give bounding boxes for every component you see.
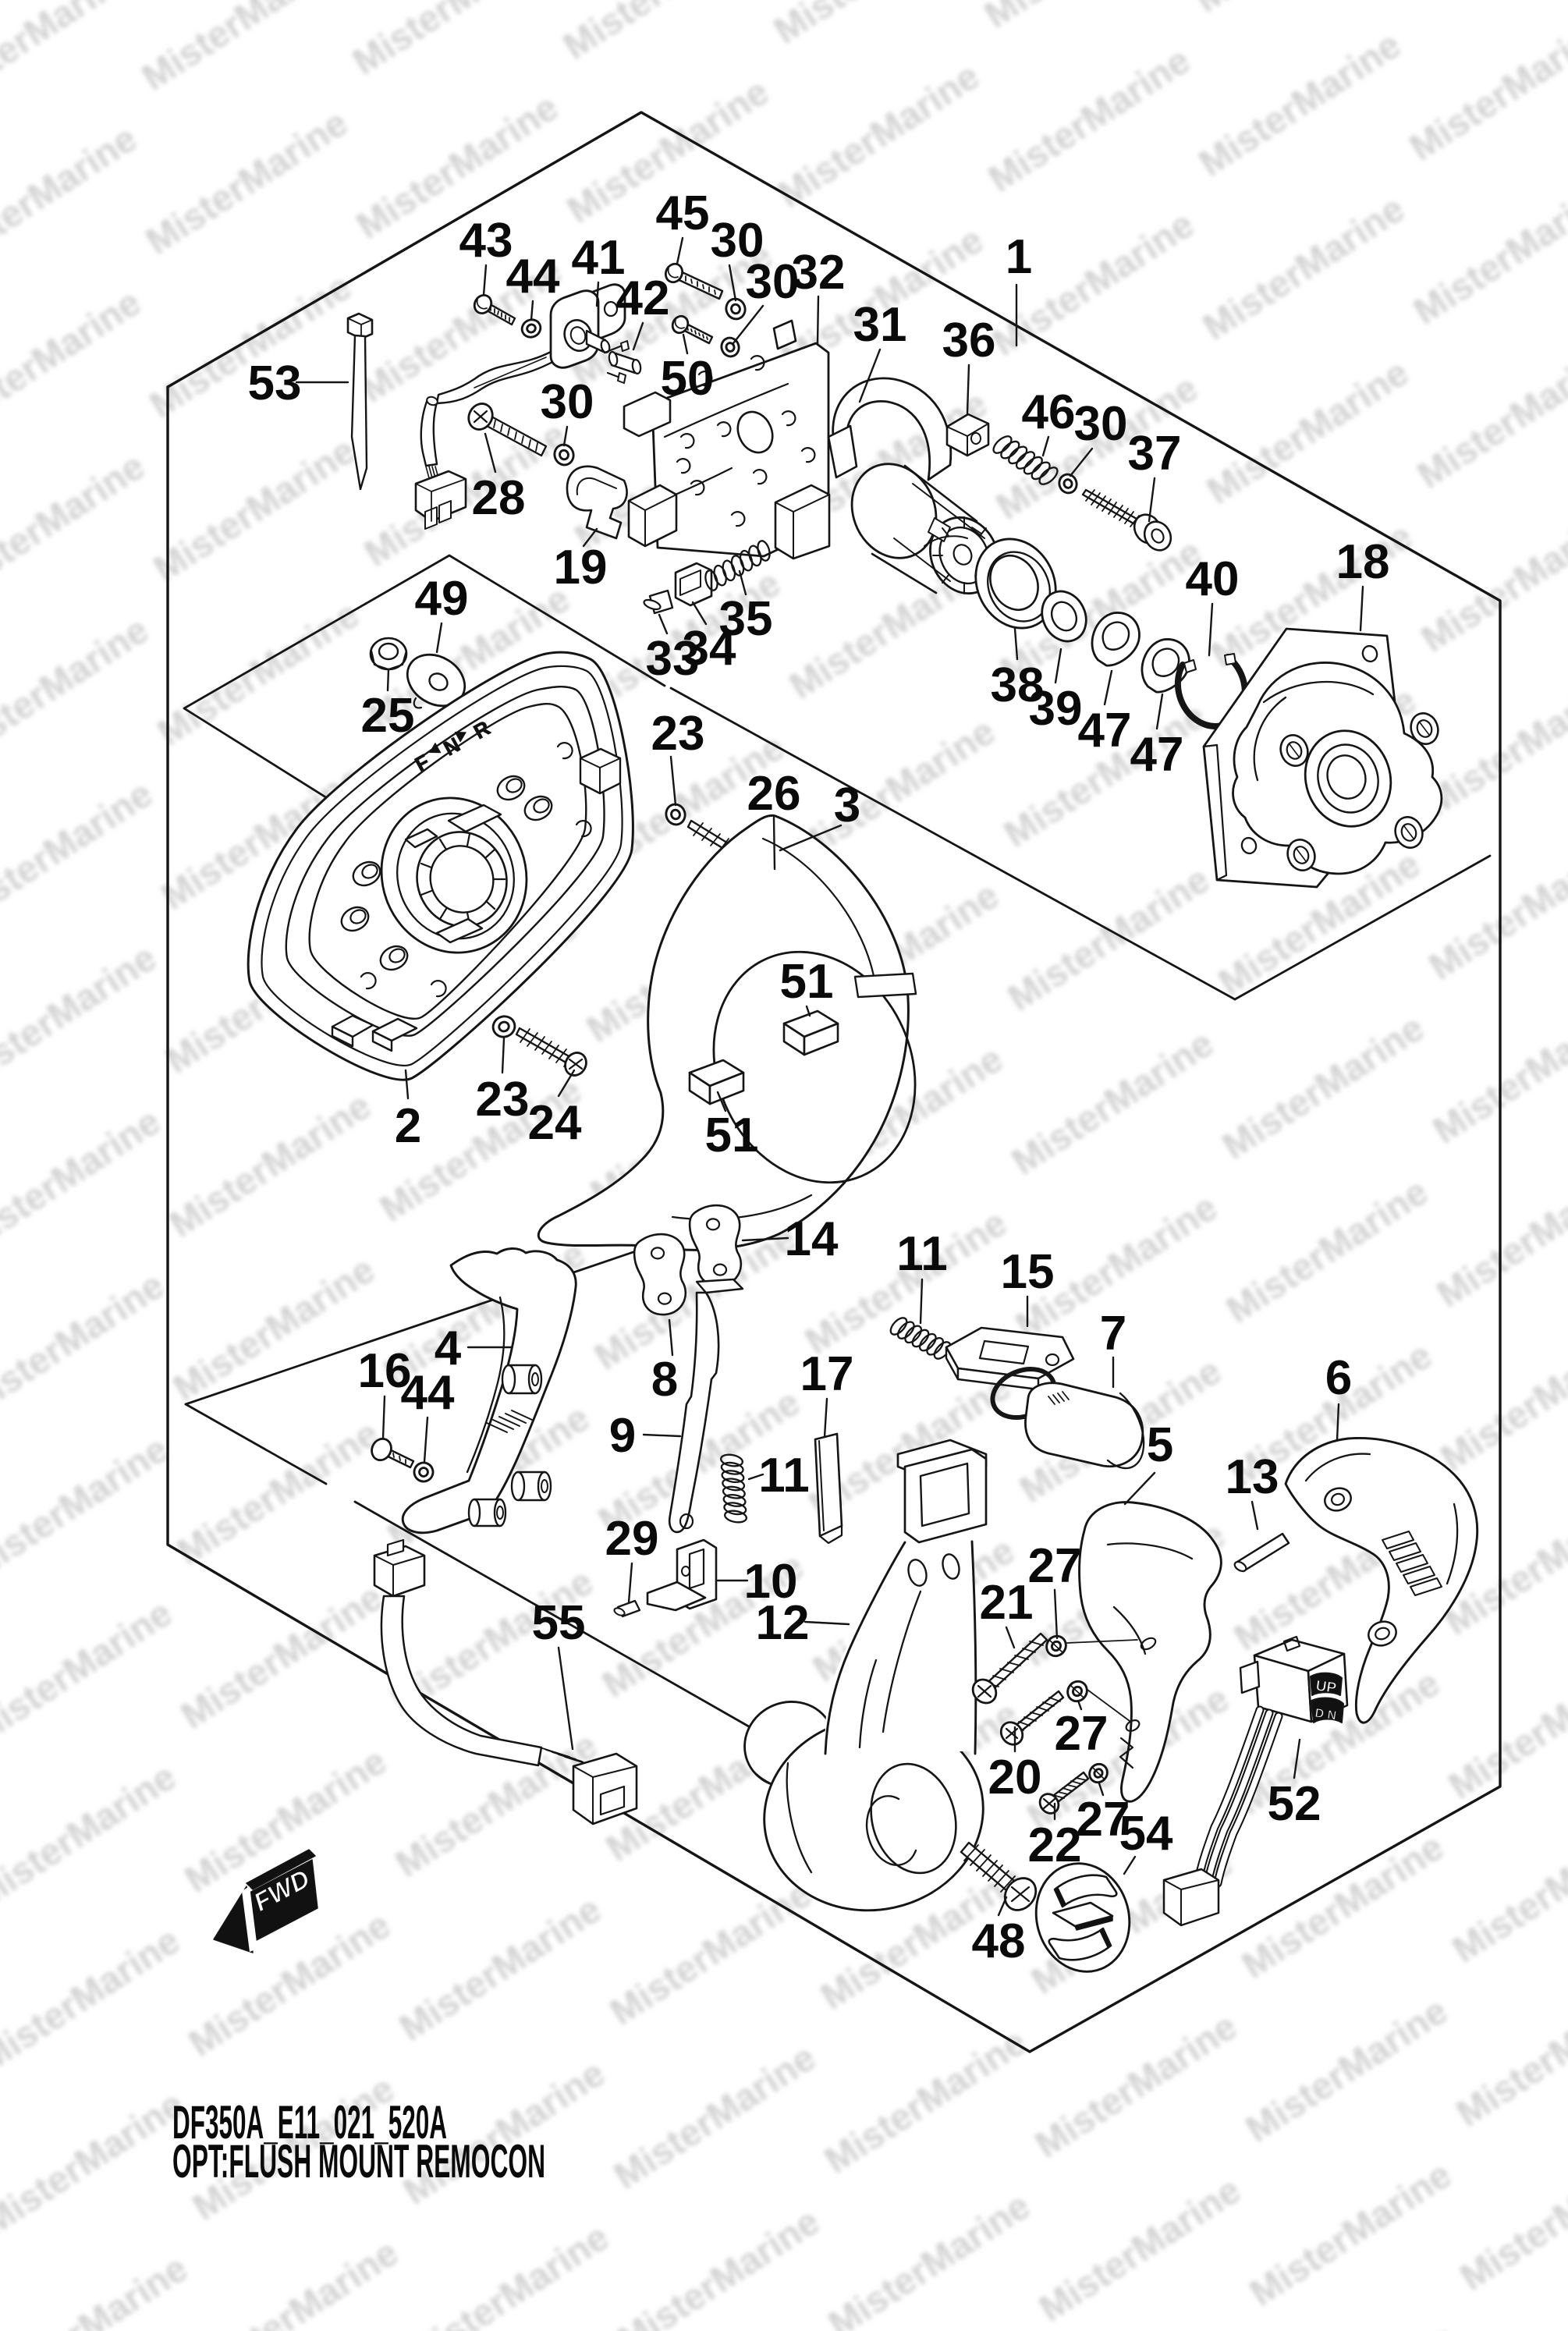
svg-text:52: 52 bbox=[1268, 1777, 1321, 1831]
svg-text:47: 47 bbox=[1130, 728, 1184, 782]
svg-text:39: 39 bbox=[1029, 682, 1083, 736]
svg-text:25: 25 bbox=[361, 689, 415, 743]
svg-text:47: 47 bbox=[1078, 704, 1132, 757]
svg-text:46: 46 bbox=[1022, 385, 1076, 439]
svg-text:21: 21 bbox=[980, 1576, 1034, 1630]
svg-text:9: 9 bbox=[609, 1409, 636, 1463]
svg-text:5: 5 bbox=[1147, 1418, 1173, 1472]
svg-text:30: 30 bbox=[746, 255, 800, 309]
svg-text:2: 2 bbox=[395, 1099, 421, 1153]
svg-text:11: 11 bbox=[758, 1449, 810, 1503]
svg-text:17: 17 bbox=[800, 1347, 854, 1401]
svg-text:55: 55 bbox=[532, 1596, 586, 1650]
svg-text:44: 44 bbox=[401, 1366, 455, 1420]
svg-text:23: 23 bbox=[476, 1073, 530, 1126]
svg-text:36: 36 bbox=[942, 314, 996, 367]
svg-text:44: 44 bbox=[506, 250, 560, 303]
svg-text:42: 42 bbox=[616, 271, 670, 325]
svg-text:14: 14 bbox=[785, 1212, 839, 1266]
svg-text:31: 31 bbox=[853, 298, 907, 352]
svg-text:11: 11 bbox=[896, 1227, 948, 1281]
svg-text:49: 49 bbox=[415, 572, 469, 626]
svg-text:24: 24 bbox=[528, 1096, 582, 1150]
svg-text:29: 29 bbox=[605, 1512, 659, 1566]
svg-text:27: 27 bbox=[1028, 1539, 1082, 1593]
svg-text:32: 32 bbox=[792, 246, 846, 300]
svg-text:40: 40 bbox=[1186, 552, 1240, 606]
svg-text:19: 19 bbox=[554, 541, 608, 594]
svg-text:51: 51 bbox=[705, 1109, 759, 1162]
svg-text:8: 8 bbox=[651, 1353, 678, 1407]
svg-text:3: 3 bbox=[834, 779, 860, 832]
svg-text:33: 33 bbox=[646, 632, 700, 686]
svg-text:20: 20 bbox=[988, 1751, 1042, 1804]
svg-text:41: 41 bbox=[572, 231, 626, 285]
svg-text:48: 48 bbox=[972, 1914, 1026, 1968]
svg-text:37: 37 bbox=[1128, 427, 1182, 481]
svg-text:51: 51 bbox=[780, 955, 834, 1009]
svg-text:43: 43 bbox=[459, 214, 513, 268]
svg-text:22: 22 bbox=[1028, 1818, 1082, 1872]
svg-text:30: 30 bbox=[541, 375, 594, 429]
svg-text:30: 30 bbox=[711, 214, 764, 268]
svg-text:1: 1 bbox=[1006, 230, 1032, 284]
svg-text:18: 18 bbox=[1336, 535, 1390, 589]
svg-text:30: 30 bbox=[1074, 397, 1128, 451]
svg-text:15: 15 bbox=[1001, 1245, 1055, 1299]
svg-text:DF350A_E11_021_520A: DF350A_E11_021_520A bbox=[172, 2096, 447, 2148]
svg-text:54: 54 bbox=[1119, 1807, 1173, 1861]
svg-text:7: 7 bbox=[1100, 1307, 1126, 1361]
svg-text:13: 13 bbox=[1226, 1450, 1279, 1504]
svg-text:10: 10 bbox=[744, 1555, 798, 1609]
svg-text:35: 35 bbox=[719, 592, 773, 646]
svg-text:27: 27 bbox=[1055, 1707, 1109, 1761]
svg-text:6: 6 bbox=[1325, 1351, 1352, 1405]
svg-text:34: 34 bbox=[683, 622, 736, 676]
svg-text:16: 16 bbox=[358, 1344, 412, 1398]
svg-text:38: 38 bbox=[991, 658, 1045, 712]
svg-text:26: 26 bbox=[747, 767, 801, 821]
svg-text:UP: UP bbox=[1314, 1678, 1337, 1698]
svg-text:27: 27 bbox=[1077, 1793, 1130, 1847]
svg-text:D N: D N bbox=[1314, 1707, 1337, 1723]
svg-text:4: 4 bbox=[435, 1322, 462, 1375]
svg-text:23: 23 bbox=[651, 707, 705, 761]
svg-text:50: 50 bbox=[661, 352, 715, 406]
svg-text:45: 45 bbox=[656, 186, 710, 240]
svg-text:53: 53 bbox=[248, 357, 302, 410]
svg-text:28: 28 bbox=[472, 471, 526, 525]
svg-text:OPT:FLUSH MOUNT REMOCON: OPT:FLUSH MOUNT REMOCON bbox=[172, 2135, 545, 2187]
svg-text:12: 12 bbox=[756, 1596, 810, 1650]
